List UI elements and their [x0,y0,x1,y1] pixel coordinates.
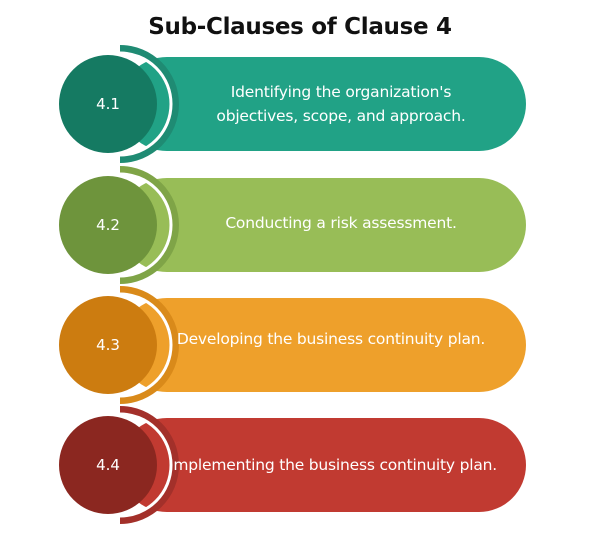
sub-clause-item-2: 4.2 Conducting a risk assessment. [0,164,600,284]
sub-clause-item-4: 4.4 Implementing the business continuity… [0,404,600,524]
item-2-number: 4.2 [96,216,120,234]
item-1-arc [120,45,179,163]
item-2-arc-edge [119,172,173,278]
item-3-arc-edge [119,292,173,398]
item-4-number: 4.4 [96,456,120,474]
item-2-circle [59,176,157,274]
item-4-graphic [59,406,526,524]
item-4-arc [120,406,179,524]
item-1-circle [59,55,157,153]
item-1-number: 4.1 [96,95,120,113]
item-2-text-line-1: Conducting a risk assessment. [225,213,457,232]
item-3-number: 4.3 [96,336,120,354]
item-1-arc-edge [119,51,173,157]
item-3-circle [59,296,157,394]
item-1-text-line-1: Identifying the organization's [230,82,452,101]
item-2-graphic [59,166,526,284]
item-4-band [120,418,526,512]
item-2-arc [120,166,179,284]
item-1-text: Identifying the organization's objective… [160,57,522,151]
item-1-graphic [59,45,526,163]
item-3-text-line-1: Developing the business continuity plan. [176,329,486,348]
sub-clause-item-3: 4.3 Developing the business continuity p… [0,284,600,404]
item-2-band [120,178,526,272]
item-4-circle [59,416,157,514]
item-4-text: Implementing the business continuity pla… [152,418,514,512]
item-3-text: Developing the business continuity plan. [150,292,512,386]
item-4-text-line-1: Implementing the business continuity pla… [169,455,497,474]
item-3-arc [120,286,179,404]
item-1-text-line-2: objectives, scope, and approach. [216,107,466,125]
item-1-band [120,57,526,151]
item-3-graphic [59,286,526,404]
diagram-title: Sub-Clauses of Clause 4 [148,14,452,40]
item-3-band [120,298,526,392]
item-2-text: Conducting a risk assessment. [160,176,522,270]
item-4-arc-edge [119,412,173,518]
sub-clause-item-1: 4.1 Identifying the organization's objec… [0,43,600,163]
